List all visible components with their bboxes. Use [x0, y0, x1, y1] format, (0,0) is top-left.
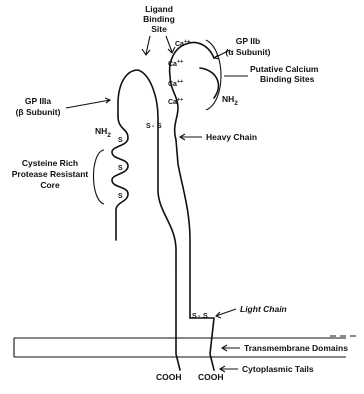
disulfide-label: S	[146, 123, 151, 130]
svg-text:Putative Calcium: Putative Calcium	[250, 64, 319, 74]
svg-text:Ligand: Ligand	[145, 4, 173, 14]
transmembrane-label-group: Transmembrane Domains	[222, 343, 348, 353]
disulfide-label: S	[203, 313, 208, 320]
light-chain-arrow	[216, 309, 236, 318]
calcium-ion: Ca++	[168, 79, 183, 88]
alpha-calcium-bump	[200, 68, 218, 98]
beta-tail	[176, 264, 180, 370]
ligand-binding-site-label: Ligand Binding Site	[143, 4, 175, 34]
disulfide-label: S	[192, 313, 197, 320]
ligand-binding-site-arrows	[142, 36, 175, 55]
svg-text:Binding: Binding	[143, 14, 175, 24]
transmembrane-label: Transmembrane Domains	[244, 343, 348, 353]
gp-iiia-arrow	[66, 98, 110, 108]
cysteine-rich-label: Cysteine Rich Protease Resistant Core	[12, 158, 89, 190]
disulfide-label: S	[118, 193, 123, 200]
cooh-label-alpha: COOH	[198, 372, 224, 382]
beta-cysteine-loops	[112, 116, 128, 240]
gp-iib-label: GP IIb (α Subunit)	[226, 36, 271, 57]
svg-text:Site: Site	[151, 24, 167, 34]
svg-text:Protease Resistant: Protease Resistant	[12, 169, 89, 179]
svg-text:GP IIIa: GP IIIa	[25, 96, 52, 106]
heavy-chain-label-group: Heavy Chain	[180, 132, 257, 142]
cooh-label-beta: COOH	[156, 372, 182, 382]
gp-iiia-label: GP IIIa (β Subunit)	[16, 96, 61, 117]
putative-calcium-label: Putative Calcium Binding Sites	[250, 64, 319, 84]
transmembrane-arrow	[222, 345, 240, 351]
disulfide-bonds: S - S S S S S - S	[118, 123, 208, 320]
light-chain-label: Light Chain	[240, 304, 287, 314]
cysteine-bracket	[94, 150, 105, 204]
svg-text:(β Subunit): (β Subunit)	[16, 107, 61, 117]
svg-text:(α Subunit): (α Subunit)	[226, 47, 271, 57]
disulfide-label: S	[118, 137, 123, 144]
bond-dash: -	[198, 313, 201, 320]
nh2-label-beta: NH2	[95, 126, 111, 139]
alpha-light-chain	[190, 318, 214, 370]
light-chain-label-group: Light Chain	[216, 304, 287, 318]
calcium-ion: Ca++	[168, 97, 183, 106]
gp-iiia-subunit	[112, 70, 180, 370]
heavy-chain-label: Heavy Chain	[206, 132, 257, 142]
cytoplasmic-tails-label: Cytoplasmic Tails	[242, 364, 314, 374]
bond-dash: -	[152, 123, 155, 130]
svg-text:Cysteine Rich: Cysteine Rich	[22, 158, 78, 168]
gp-iib-subunit	[170, 43, 219, 370]
calcium-ion: Ca++	[168, 59, 183, 68]
cytoplasmic-tails-label-group: Cytoplasmic Tails	[220, 364, 314, 374]
svg-text:GP IIb: GP IIb	[236, 36, 260, 46]
disulfide-label: S	[157, 123, 162, 130]
nh2-label-alpha: NH2	[222, 94, 238, 107]
calcium-ion: Ca++	[175, 39, 190, 48]
svg-text:Binding Sites: Binding Sites	[260, 74, 315, 84]
disulfide-label: S	[118, 165, 123, 172]
heavy-chain-arrow	[180, 134, 202, 140]
svg-text:Core: Core	[40, 180, 60, 190]
